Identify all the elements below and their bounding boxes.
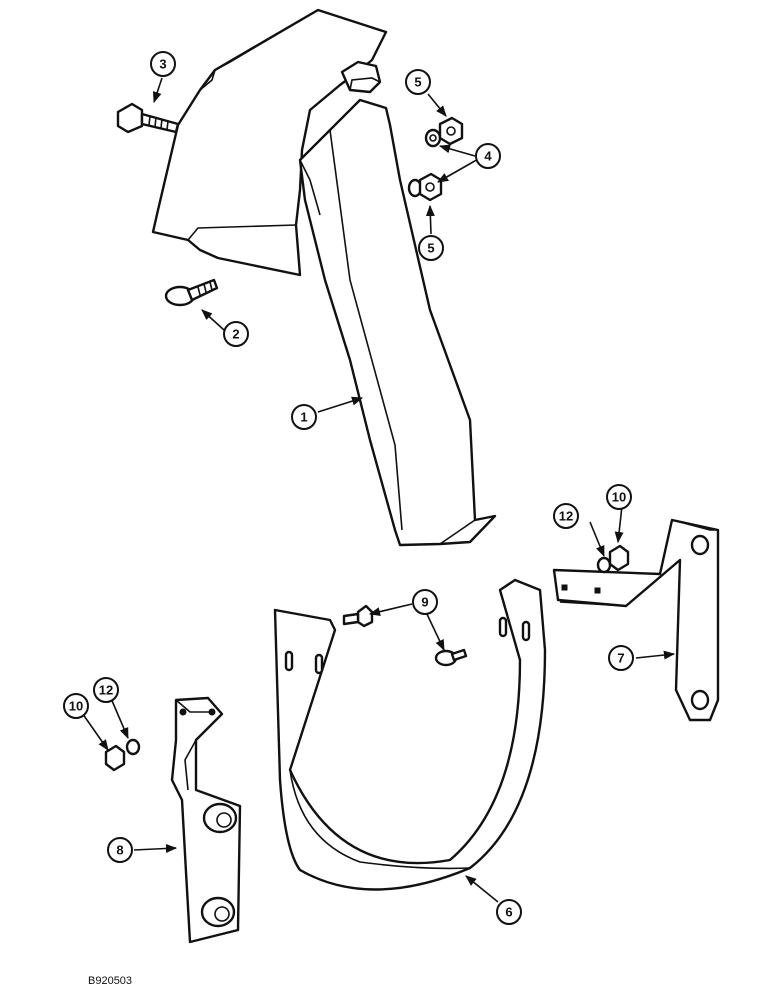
callout-7: 7 <box>608 645 634 671</box>
callout-10-right: 10 <box>606 484 632 510</box>
svg-text:10: 10 <box>612 490 626 505</box>
part-5-nut-upper <box>438 116 464 146</box>
part-9-carriage-bolt <box>434 648 468 667</box>
part-1-shield-bracket <box>151 8 497 547</box>
svg-text:8: 8 <box>116 843 123 858</box>
svg-text:9: 9 <box>421 595 428 610</box>
callout-12-right: 12 <box>553 503 579 529</box>
part-10-nut-left <box>104 744 126 772</box>
svg-text:3: 3 <box>159 57 166 72</box>
callout-10-left: 10 <box>63 693 89 719</box>
svg-text:4: 4 <box>484 149 492 164</box>
svg-text:12: 12 <box>559 509 573 524</box>
callout-12-left: 12 <box>93 677 119 703</box>
part-8-bracket <box>170 696 242 944</box>
part-4-washer-upper <box>424 128 442 148</box>
part-2-carriage-bolt <box>164 278 219 307</box>
callout-9: 9 <box>412 589 438 615</box>
callout-3: 3 <box>150 51 176 77</box>
part-6-u-strap <box>273 578 547 891</box>
callout-1: 1 <box>291 404 317 430</box>
part-12-washer-right <box>596 556 612 574</box>
callout-4: 4 <box>475 143 501 169</box>
callout-8: 8 <box>107 837 133 863</box>
svg-text:7: 7 <box>617 651 624 666</box>
callout-5-lower: 5 <box>418 235 444 261</box>
callout-6: 6 <box>496 899 522 925</box>
svg-text:10: 10 <box>69 699 83 714</box>
part-9-bolt-hex <box>342 604 374 628</box>
part-7-bracket <box>552 518 720 722</box>
part-12-washer-left <box>125 738 141 756</box>
part-10-nut-right <box>608 544 630 572</box>
svg-text:5: 5 <box>414 75 421 90</box>
svg-text:5: 5 <box>427 241 434 256</box>
svg-text:12: 12 <box>99 683 113 698</box>
drawing-code: B920503 <box>88 975 132 987</box>
hex-nut-weld <box>340 60 382 94</box>
part-3-flange-bolt <box>116 102 180 134</box>
callout-5-upper: 5 <box>405 69 431 95</box>
part-5-nut-lower <box>418 172 443 202</box>
callout-2: 2 <box>223 321 249 347</box>
svg-text:6: 6 <box>505 905 512 920</box>
svg-text:1: 1 <box>300 410 307 425</box>
leader-lines <box>79 77 676 903</box>
svg-text:2: 2 <box>232 327 239 342</box>
